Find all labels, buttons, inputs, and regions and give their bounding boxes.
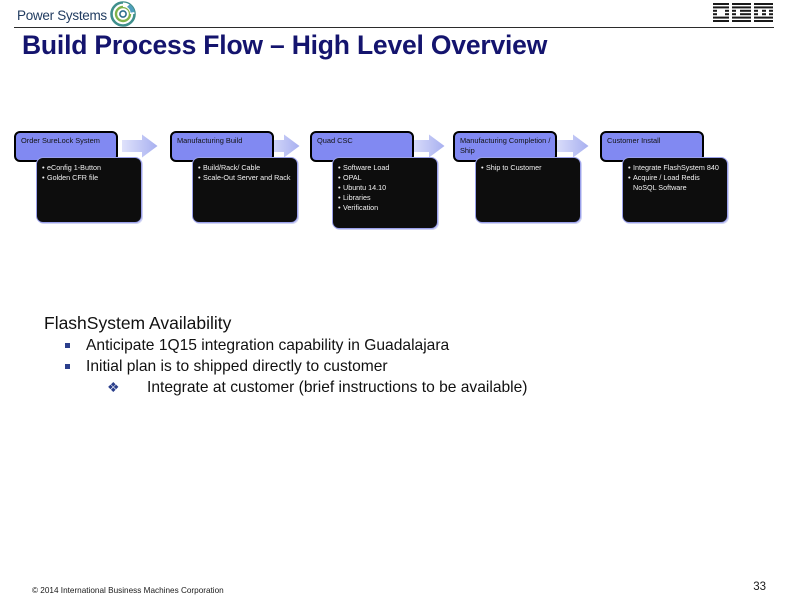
flow-stage-3-header: Quad CSC — [310, 131, 414, 162]
flow-stage-3: Quad CSC Software Load OPAL Ubuntu 14.10… — [310, 128, 438, 234]
ibm-logo — [713, 3, 773, 22]
list-item: Ship to Customer — [481, 163, 576, 173]
flow-stage-5-body: Integrate FlashSystem 840 Acquire / Load… — [622, 157, 728, 223]
flow-stage-4-header: Manufacturing Completion / Ship — [453, 131, 557, 162]
list-item: Initial plan is to shipped directly to c… — [44, 357, 744, 378]
page-title: Build Process Flow – High Level Overview — [22, 30, 548, 60]
page-number: 33 — [753, 581, 766, 593]
list-item-label: Anticipate 1Q15 integration capability i… — [86, 337, 450, 354]
power-systems-swirl-icon — [110, 1, 136, 27]
list-item-label: Integrate at customer (brief instruction… — [147, 379, 528, 396]
list-item: Golden CFR file — [42, 173, 137, 183]
list-item: Scale-Out Server and Rack — [198, 173, 293, 183]
build-process-flow-diagram: Order SureLock System eConfig 1-Button G… — [0, 128, 788, 238]
flow-stage-5: Customer Install Integrate FlashSystem 8… — [600, 128, 728, 234]
list-item-label: Initial plan is to shipped directly to c… — [86, 357, 388, 375]
list-item: Ubuntu 14.10 — [338, 183, 433, 193]
flow-stage-2-body: Build/Rack/ Cable Scale-Out Server and R… — [192, 157, 298, 223]
flow-stage-1-body: eConfig 1-Button Golden CFR file — [36, 157, 142, 223]
footer-copyright: © 2014 International Business Machines C… — [32, 586, 224, 595]
flow-stage-1: Order SureLock System eConfig 1-Button G… — [14, 128, 142, 234]
power-systems-brand-label: Power Systems — [17, 8, 107, 23]
right-arrow-icon-4 — [553, 134, 589, 158]
flashsystem-availability-block: FlashSystem Availability Anticipate 1Q15… — [44, 312, 744, 398]
flow-stage-2-header: Manufacturing Build — [170, 131, 274, 162]
header-divider — [14, 27, 774, 28]
list-item: Anticipate 1Q15 integration capability i… — [44, 336, 744, 357]
square-bullet-icon — [65, 363, 70, 369]
list-item: Software Load — [338, 163, 433, 173]
list-item: eConfig 1-Button — [42, 163, 137, 173]
flow-stage-2: Manufacturing Build Build/Rack/ Cable Sc… — [170, 128, 298, 234]
flow-stage-3-body: Software Load OPAL Ubuntu 14.10 Librarie… — [332, 157, 438, 229]
list-item: Build/Rack/ Cable — [198, 163, 293, 173]
list-item: Acquire / Load Redis NoSQL Software — [628, 173, 723, 192]
list-item: Libraries — [338, 193, 433, 203]
slide-header: Power Systems — [0, 0, 788, 30]
list-item: Integrate FlashSystem 840 — [628, 163, 723, 173]
list-item: OPAL — [338, 173, 433, 183]
list-item: ❖ Integrate at customer (brief instructi… — [44, 377, 744, 398]
list-item: Verification — [338, 203, 433, 213]
right-arrow-icon-3 — [409, 134, 445, 158]
flow-stage-4: Manufacturing Completion / Ship Ship to … — [453, 128, 581, 234]
right-arrow-icon-1 — [122, 134, 158, 158]
section-heading: FlashSystem Availability — [44, 313, 232, 333]
square-bullet-icon — [65, 343, 70, 348]
flow-stage-5-header: Customer Install — [600, 131, 704, 162]
diamond-bullet-icon: ❖ — [107, 379, 120, 395]
flow-stage-4-body: Ship to Customer — [475, 157, 581, 223]
